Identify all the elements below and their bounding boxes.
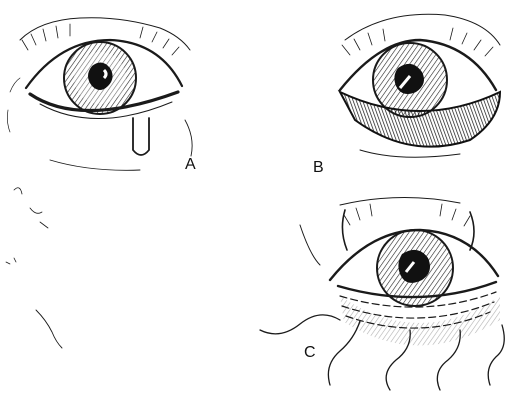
eye-a-cheek-line [50, 160, 140, 170]
left-sketch-marks [6, 188, 62, 348]
eye-a-side-line [185, 120, 192, 156]
panel-label-b: B [313, 160, 324, 176]
eye-c-drawing [260, 197, 504, 390]
panel-label-a: A [185, 157, 196, 173]
eye-c-curve-2 [328, 321, 360, 385]
sketch-marks-upper [14, 188, 48, 228]
sketch-marks-lower [36, 310, 62, 348]
eye-c-curve-5 [488, 325, 504, 385]
eye-c-curve-1 [260, 315, 340, 334]
eye-c-left-guide-line [300, 225, 320, 265]
eye-b-cheek-line [360, 150, 460, 157]
panel-label-c: C [304, 345, 316, 361]
eye-a-temple-strokes [7, 78, 20, 132]
eye-c-upper-lashes [344, 204, 470, 226]
sketch-marks-middle [6, 258, 16, 264]
eye-b-drawing [340, 14, 500, 157]
eye-a-tear-drop [133, 118, 149, 155]
eye-a-drawing [7, 18, 192, 171]
